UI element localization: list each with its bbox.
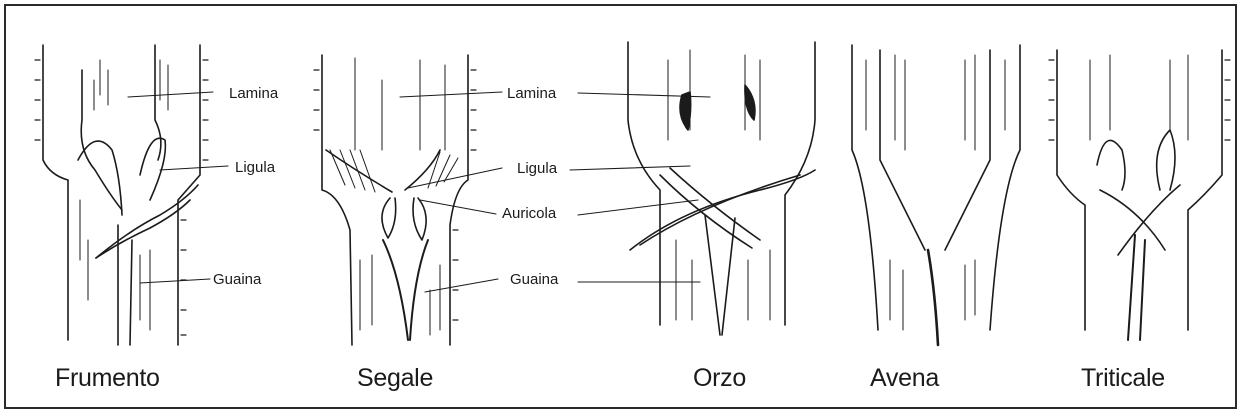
frumento-drawing <box>35 45 228 345</box>
label-lamina-center: Lamina <box>507 85 556 102</box>
species-name-segale: Segale <box>357 364 433 393</box>
species-name-triticale: Triticale <box>1081 364 1165 393</box>
triticale-drawing <box>1049 50 1230 340</box>
avena-drawing <box>852 45 1020 345</box>
species-name-avena: Avena <box>870 364 939 393</box>
label-ligula-frumento: Ligula <box>235 159 275 176</box>
label-guaina-frumento: Guaina <box>213 271 261 288</box>
species-name-orzo: Orzo <box>693 364 746 393</box>
label-auricola-center: Auricola <box>502 205 556 222</box>
label-guaina-center: Guaina <box>510 271 558 288</box>
species-name-frumento: Frumento <box>55 364 160 393</box>
orzo-drawing <box>570 42 815 335</box>
label-ligula-center: Ligula <box>517 160 557 177</box>
label-lamina-frumento: Lamina <box>229 85 278 102</box>
segale-drawing <box>314 55 502 345</box>
